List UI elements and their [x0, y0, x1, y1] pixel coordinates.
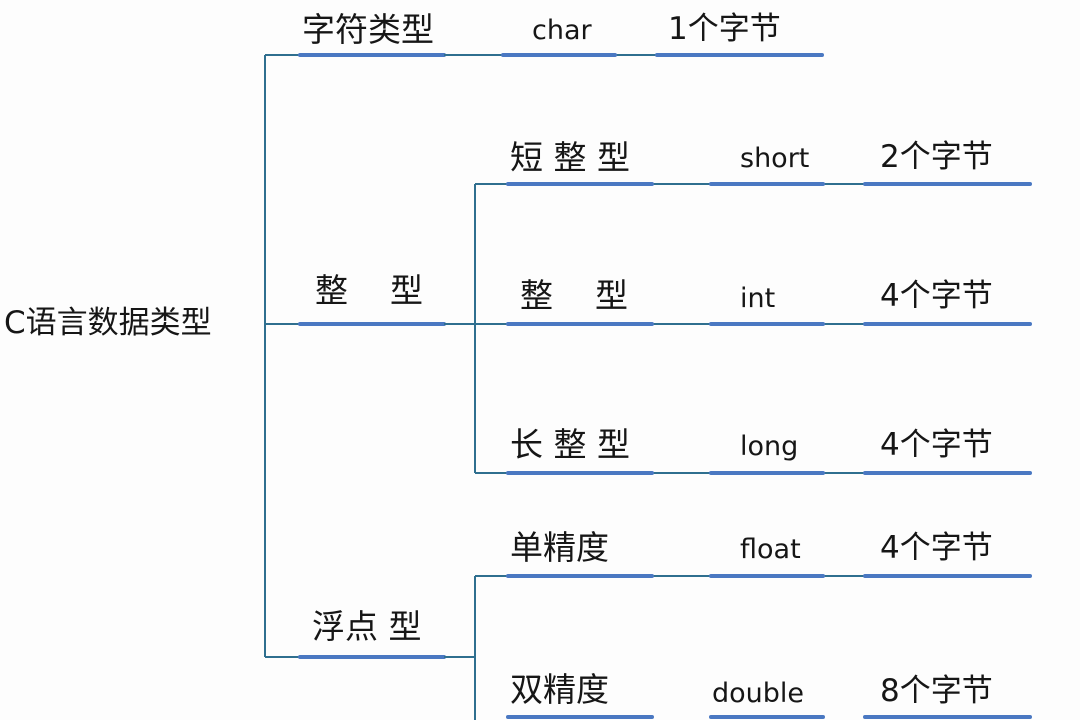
- branch-label-float: 浮点 型: [312, 607, 422, 646]
- name-float: 单精度: [510, 528, 609, 567]
- keyword-int: int: [740, 283, 776, 314]
- name-double: 双精度: [510, 670, 609, 709]
- keyword-char: char: [532, 15, 592, 46]
- size-char: 1个字节: [668, 11, 781, 47]
- name-short: 短 整 型: [510, 138, 630, 177]
- size-short: 2个字节: [880, 139, 993, 175]
- root-label: C语言数据类型: [4, 305, 212, 341]
- keyword-float: float: [740, 534, 801, 565]
- keyword-long: long: [740, 431, 799, 462]
- branch-label-int: 整 型: [315, 271, 423, 310]
- size-float: 4个字节: [880, 530, 993, 566]
- keyword-double: double: [712, 678, 805, 709]
- name-long: 长 整 型: [510, 425, 630, 464]
- name-int: 整 型: [520, 276, 628, 315]
- size-long: 4个字节: [880, 427, 993, 463]
- size-double: 8个字节: [880, 673, 993, 709]
- keyword-short: short: [740, 143, 810, 174]
- size-int: 4个字节: [880, 278, 993, 314]
- branch-label-char: 字符类型: [302, 10, 434, 49]
